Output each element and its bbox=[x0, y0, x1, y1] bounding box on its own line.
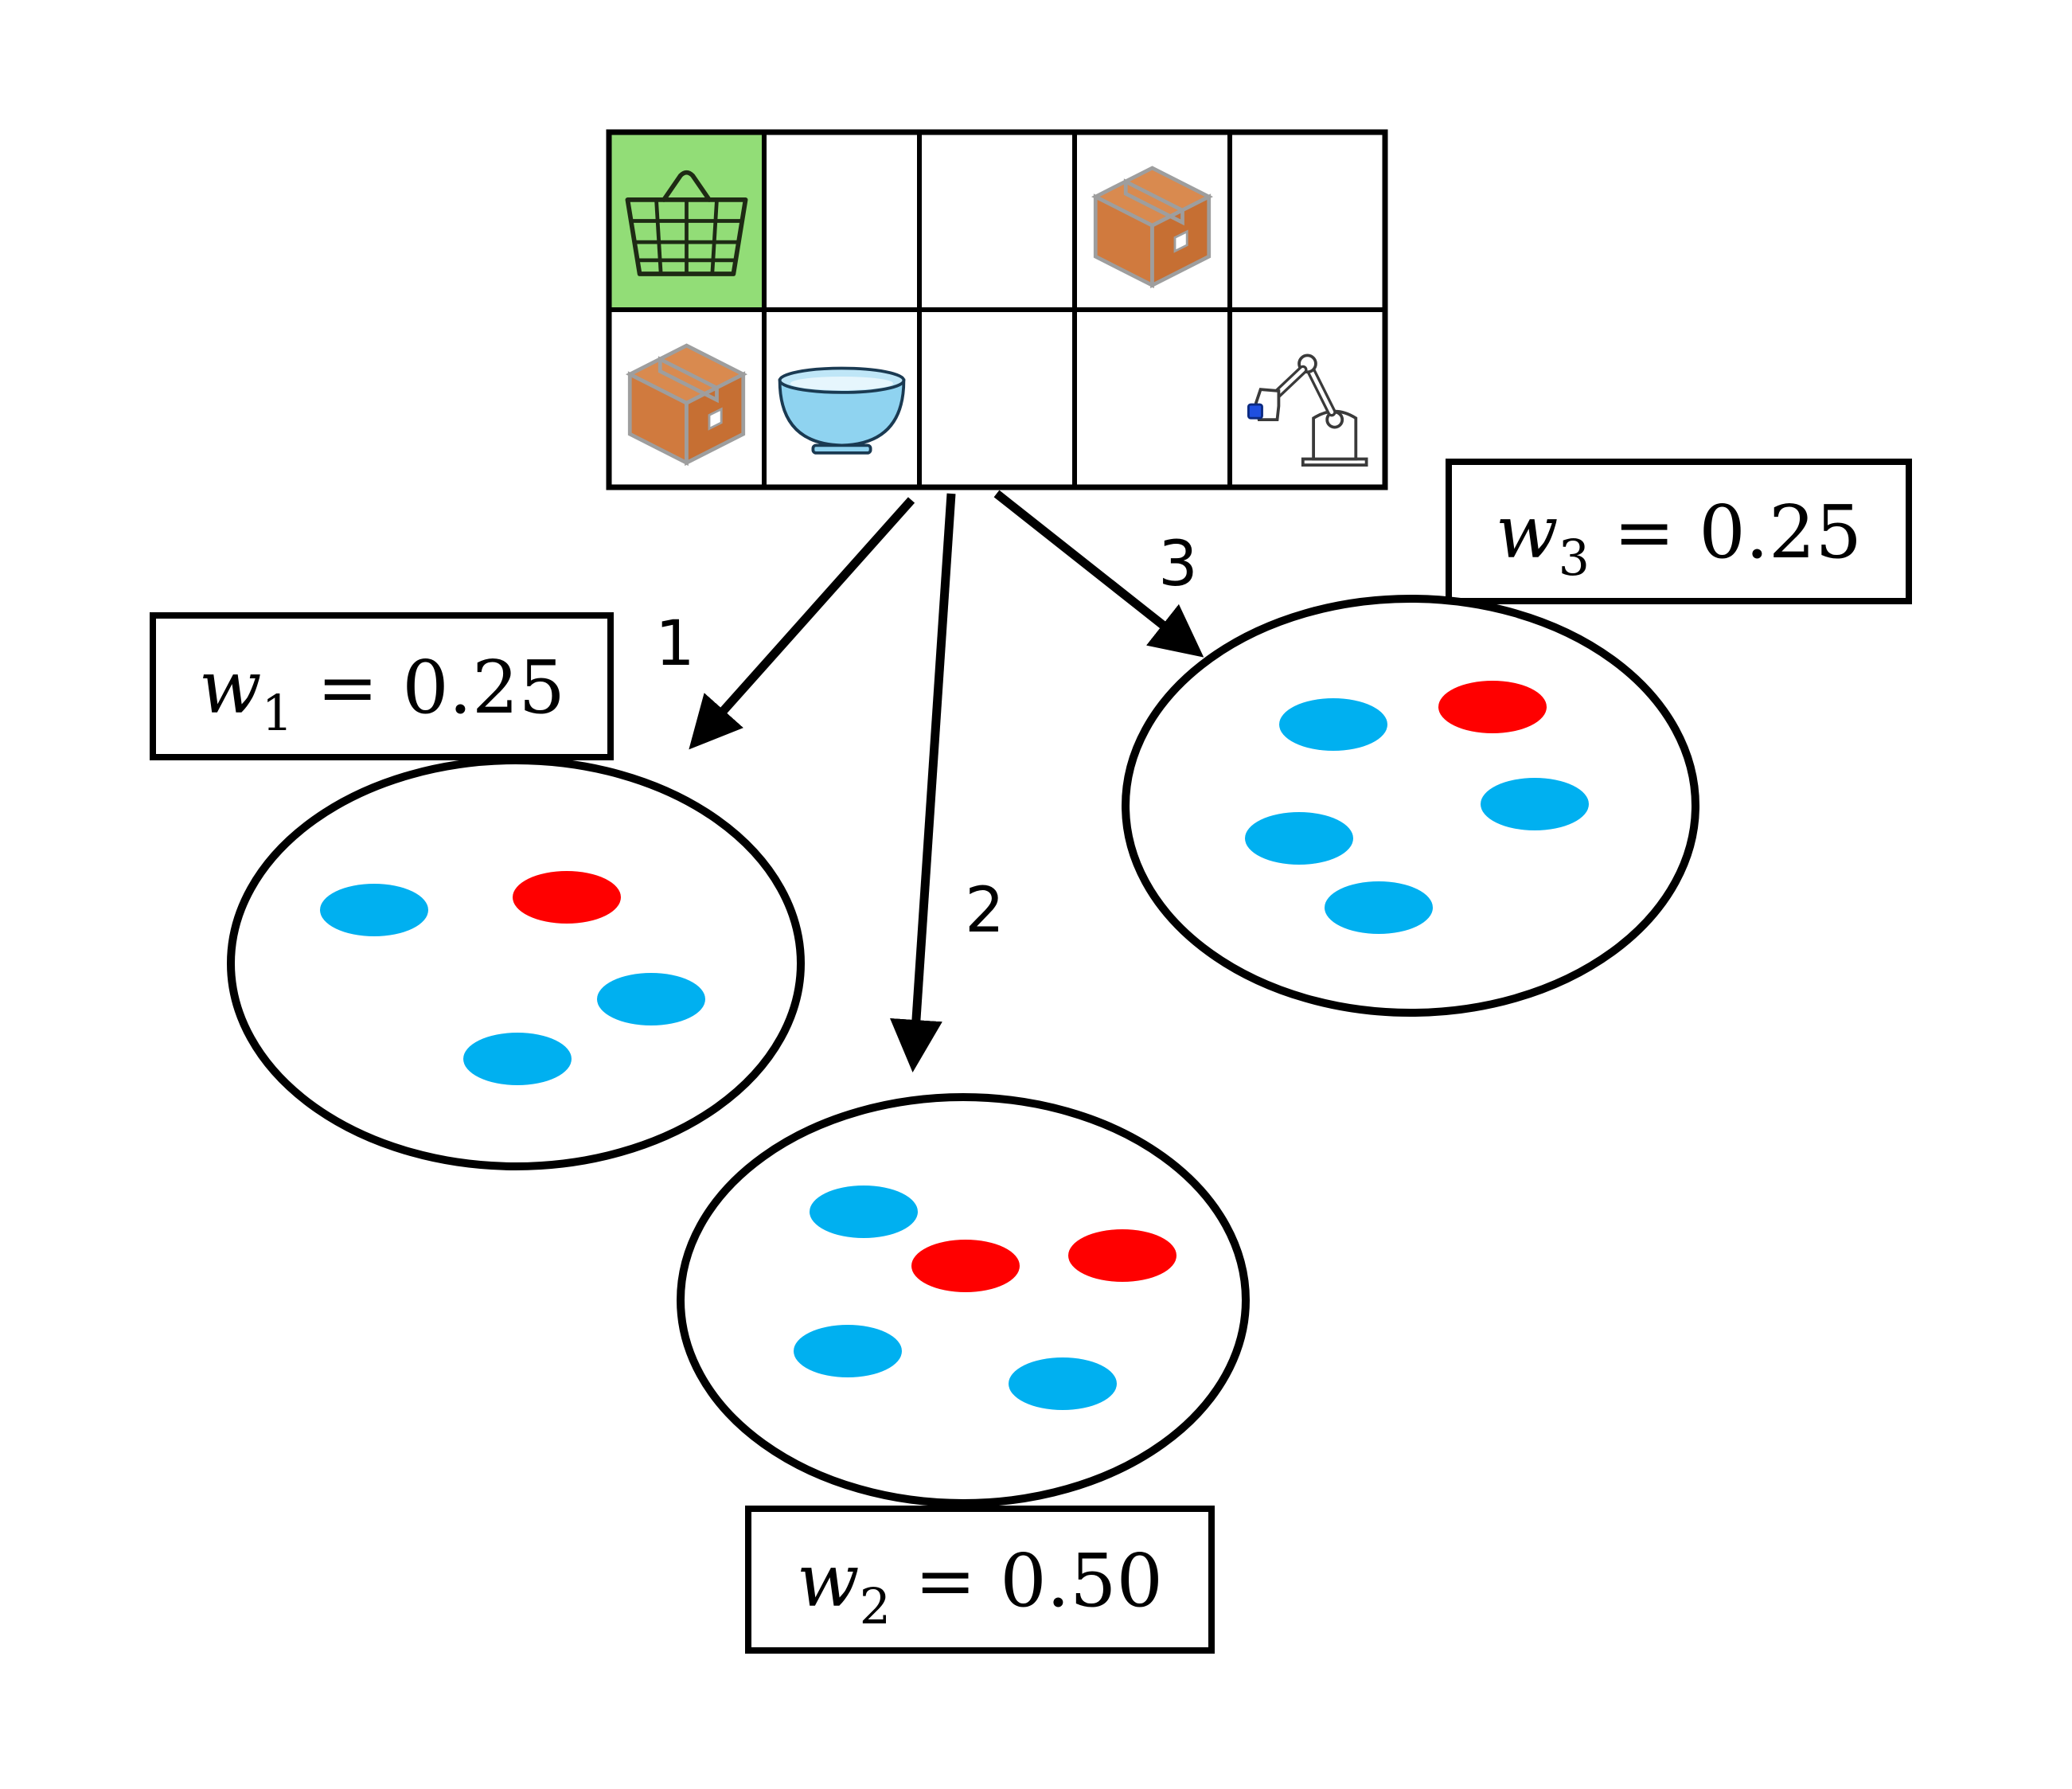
weight-index: 2 bbox=[860, 1577, 891, 1635]
weight-equals: = bbox=[317, 645, 378, 730]
grid-cell-r0-c4 bbox=[1227, 130, 1387, 312]
blue-particle bbox=[1325, 881, 1433, 934]
red-particle bbox=[1068, 1229, 1176, 1282]
blue-particle bbox=[1481, 778, 1589, 830]
cluster-outline bbox=[227, 756, 805, 1170]
arrow-label-1: 1 bbox=[655, 608, 695, 680]
weight-symbol: w bbox=[1496, 490, 1559, 575]
weight-equals: = bbox=[1614, 490, 1675, 575]
weight-symbol: w bbox=[199, 645, 262, 730]
svg-text:w2=0.50: w2 = 0.50 bbox=[797, 1538, 1163, 1635]
weight-value: 0.25 bbox=[1699, 490, 1862, 575]
cluster-outline bbox=[1122, 595, 1699, 1017]
blue-particle bbox=[597, 973, 705, 1025]
grid-cell-r0-c1 bbox=[762, 130, 922, 312]
arrow-label-2: 2 bbox=[965, 875, 1005, 947]
arrow-1 bbox=[689, 497, 915, 750]
grid-cell-r0-c2 bbox=[917, 130, 1077, 312]
weight-box-3: w3 = 0.25 bbox=[1446, 459, 1912, 604]
weight-index: 3 bbox=[1559, 529, 1590, 587]
particle-clusters bbox=[227, 595, 1699, 1507]
gridworld bbox=[606, 129, 1388, 490]
cluster-outline bbox=[677, 1093, 1250, 1507]
svg-text:w1=0.25: w1 = 0.25 bbox=[199, 645, 565, 742]
particle-cluster-3 bbox=[1122, 595, 1699, 1017]
red-particle bbox=[1438, 681, 1547, 733]
weight-symbol: w bbox=[797, 1538, 860, 1623]
blue-particle bbox=[1245, 812, 1353, 865]
blue-particle bbox=[1279, 698, 1387, 751]
arrow-3 bbox=[993, 490, 1204, 658]
blue-particle bbox=[1009, 1357, 1117, 1410]
weight-box-2: w2 = 0.50 bbox=[745, 1506, 1215, 1654]
blue-particle bbox=[794, 1325, 902, 1377]
blue-particle bbox=[810, 1186, 918, 1238]
grid-cell-r1-c2 bbox=[917, 307, 1077, 490]
weight-box-1: w1 = 0.25 bbox=[150, 612, 614, 760]
grid-cell-r1-c3 bbox=[1072, 307, 1232, 490]
red-particle bbox=[911, 1240, 1020, 1292]
red-particle bbox=[513, 871, 621, 924]
weight-value: 0.25 bbox=[402, 645, 565, 730]
svg-text:w3=0.25: w3 = 0.25 bbox=[1496, 490, 1862, 587]
weight-value: 0.50 bbox=[1000, 1538, 1163, 1623]
blue-particle bbox=[463, 1033, 572, 1085]
arrow-label-3: 3 bbox=[1158, 529, 1198, 600]
blue-particle bbox=[320, 884, 428, 936]
grid-border bbox=[606, 129, 1388, 490]
weight-index: 1 bbox=[262, 684, 293, 742]
arrow-2 bbox=[889, 493, 956, 1072]
particle-cluster-2 bbox=[677, 1093, 1250, 1507]
weight-equals: = bbox=[915, 1538, 976, 1623]
particle-cluster-1 bbox=[227, 756, 805, 1170]
